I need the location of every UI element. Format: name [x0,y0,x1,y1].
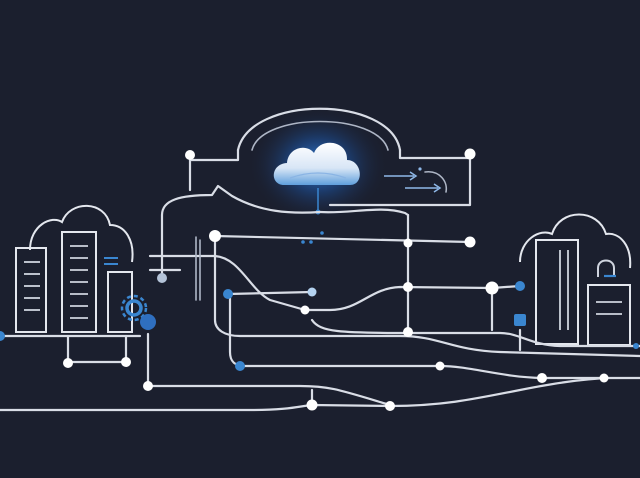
building-icon [15,204,134,333]
lock-icon [597,259,616,278]
network-wires [0,148,640,412]
gear-icon [120,294,156,330]
central-cloud [236,107,402,223]
arrow-icon [384,167,448,193]
network-nodes [0,148,639,411]
cloud-icon [273,142,360,185]
building-icon [519,213,632,346]
